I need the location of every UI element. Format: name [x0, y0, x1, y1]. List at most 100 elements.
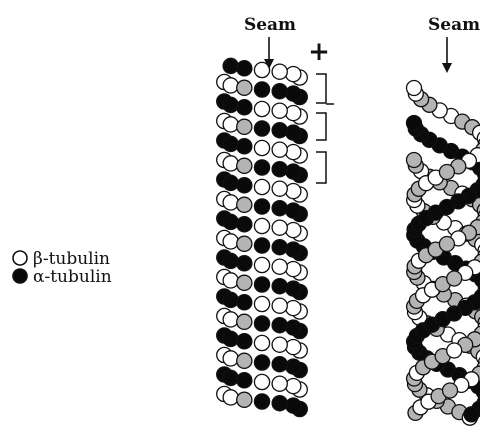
alpha-tubulin-subunit — [286, 203, 301, 218]
beta-tubulin-subunit — [223, 156, 238, 171]
right-seam-label: Seam — [428, 15, 480, 35]
turn-bracket-1 — [316, 74, 326, 103]
alpha-tubulin-subunit — [286, 320, 301, 335]
beta-tubulin-subunit — [286, 145, 301, 160]
beta-tubulin-legend-label: β-tubulin — [33, 249, 110, 269]
alpha-tubulin-subunit — [223, 331, 238, 346]
left-seam-label: Seam — [244, 15, 296, 35]
beta-tubulin-subunit — [447, 343, 462, 358]
alpha-tubulin-subunit — [272, 123, 287, 138]
alpha-tubulin-subunit — [223, 175, 238, 190]
alpha-tubulin-subunit — [286, 281, 301, 296]
beta-tubulin-subunit — [237, 314, 252, 329]
alpha-tubulin-subunit — [223, 136, 238, 151]
beta-tubulin-subunit — [223, 195, 238, 210]
alpha-tubulin-subunit — [254, 277, 269, 292]
right-seam-arrowhead — [442, 63, 452, 73]
beta-tubulin-subunit — [272, 259, 287, 274]
beta-tubulin-subunit — [223, 117, 238, 132]
microtubule-b-lattice — [217, 58, 308, 416]
alpha-tubulin-subunit — [223, 214, 238, 229]
beta-tubulin-subunit — [407, 153, 422, 168]
alpha-tubulin-marker — [13, 269, 27, 283]
beta-tubulin-subunit — [286, 379, 301, 394]
beta-tubulin-subunit — [272, 376, 287, 391]
alpha-tubulin-subunit — [237, 139, 252, 154]
alpha-tubulin-subunit — [286, 164, 301, 179]
beta-tubulin-subunit — [447, 271, 462, 286]
beta-tubulin-subunit — [286, 67, 301, 82]
beta-tubulin-subunit — [272, 142, 287, 157]
alpha-tubulin-subunit — [237, 295, 252, 310]
alpha-tubulin-subunit — [286, 242, 301, 257]
beta-tubulin-subunit — [254, 101, 269, 116]
plus-end-label: + — [308, 37, 330, 67]
beta-tubulin-subunit — [254, 296, 269, 311]
beta-tubulin-subunit — [272, 337, 287, 352]
beta-tubulin-subunit — [237, 158, 252, 173]
alpha-tubulin-subunit — [237, 178, 252, 193]
beta-tubulin-subunit — [286, 106, 301, 121]
beta-tubulin-subunit — [272, 64, 287, 79]
alpha-tubulin-subunit — [254, 121, 269, 136]
beta-tubulin-subunit — [286, 223, 301, 238]
legend: β-tubulin α-tubulin — [13, 249, 112, 287]
alpha-tubulin-subunit — [237, 61, 252, 76]
beta-tubulin-subunit — [439, 165, 454, 180]
alpha-tubulin-subunit — [254, 160, 269, 175]
beta-tubulin-subunit — [223, 234, 238, 249]
alpha-tubulin-subunit — [254, 355, 269, 370]
alpha-tubulin-subunit — [272, 162, 287, 177]
alpha-tubulin-subunit — [272, 279, 287, 294]
alpha-tubulin-subunit — [237, 373, 252, 388]
beta-tubulin-subunit — [237, 275, 252, 290]
beta-tubulin-subunit — [272, 298, 287, 313]
alpha-tubulin-subunit — [272, 357, 287, 372]
beta-tubulin-subunit — [237, 80, 252, 95]
beta-tubulin-subunit — [237, 392, 252, 407]
beta-tubulin-subunit — [237, 197, 252, 212]
beta-tubulin-subunit — [254, 218, 269, 233]
alpha-tubulin-subunit — [237, 217, 252, 232]
turn-bracket-2 — [316, 113, 326, 140]
alpha-tubulin-subunit — [286, 86, 301, 101]
alpha-tubulin-subunit — [272, 240, 287, 255]
beta-tubulin-subunit — [237, 119, 252, 134]
microtubule-helical-strands — [407, 81, 480, 426]
alpha-tubulin-subunit — [254, 199, 269, 214]
beta-tubulin-subunit — [254, 374, 269, 389]
alpha-tubulin-subunit — [237, 256, 252, 271]
alpha-tubulin-subunit — [286, 359, 301, 374]
beta-tubulin-subunit — [443, 383, 458, 398]
beta-tubulin-subunit — [237, 353, 252, 368]
alpha-tubulin-subunit — [439, 200, 454, 215]
alpha-tubulin-subunit — [272, 84, 287, 99]
alpha-tubulin-subunit — [254, 238, 269, 253]
beta-tubulin-subunit — [286, 340, 301, 355]
alpha-tubulin-subunit — [447, 306, 462, 321]
alpha-tubulin-legend-label: α-tubulin — [33, 267, 112, 287]
alpha-tubulin-subunit — [286, 398, 301, 413]
alpha-tubulin-subunit — [254, 394, 269, 409]
alpha-tubulin-subunit — [464, 407, 479, 422]
beta-tubulin-subunit — [272, 103, 287, 118]
beta-tubulin-subunit — [439, 237, 454, 252]
alpha-tubulin-subunit — [286, 125, 301, 140]
alpha-tubulin-subunit — [223, 370, 238, 385]
beta-tubulin-subunit — [223, 312, 238, 327]
beta-tubulin-subunit — [286, 262, 301, 277]
beta-tubulin-subunit — [223, 78, 238, 93]
alpha-tubulin-subunit — [223, 97, 238, 112]
alpha-tubulin-subunit — [223, 58, 238, 73]
turn-bracket-3 — [316, 152, 326, 183]
beta-tubulin-subunit — [254, 179, 269, 194]
beta-tubulin-subunit — [254, 257, 269, 272]
beta-tubulin-subunit — [286, 301, 301, 316]
beta-tubulin-subunit — [223, 390, 238, 405]
beta-tubulin-subunit — [223, 351, 238, 366]
beta-tubulin-subunit — [237, 236, 252, 251]
alpha-tubulin-subunit — [237, 100, 252, 115]
alpha-tubulin-subunit — [272, 318, 287, 333]
alpha-tubulin-subunit — [272, 396, 287, 411]
